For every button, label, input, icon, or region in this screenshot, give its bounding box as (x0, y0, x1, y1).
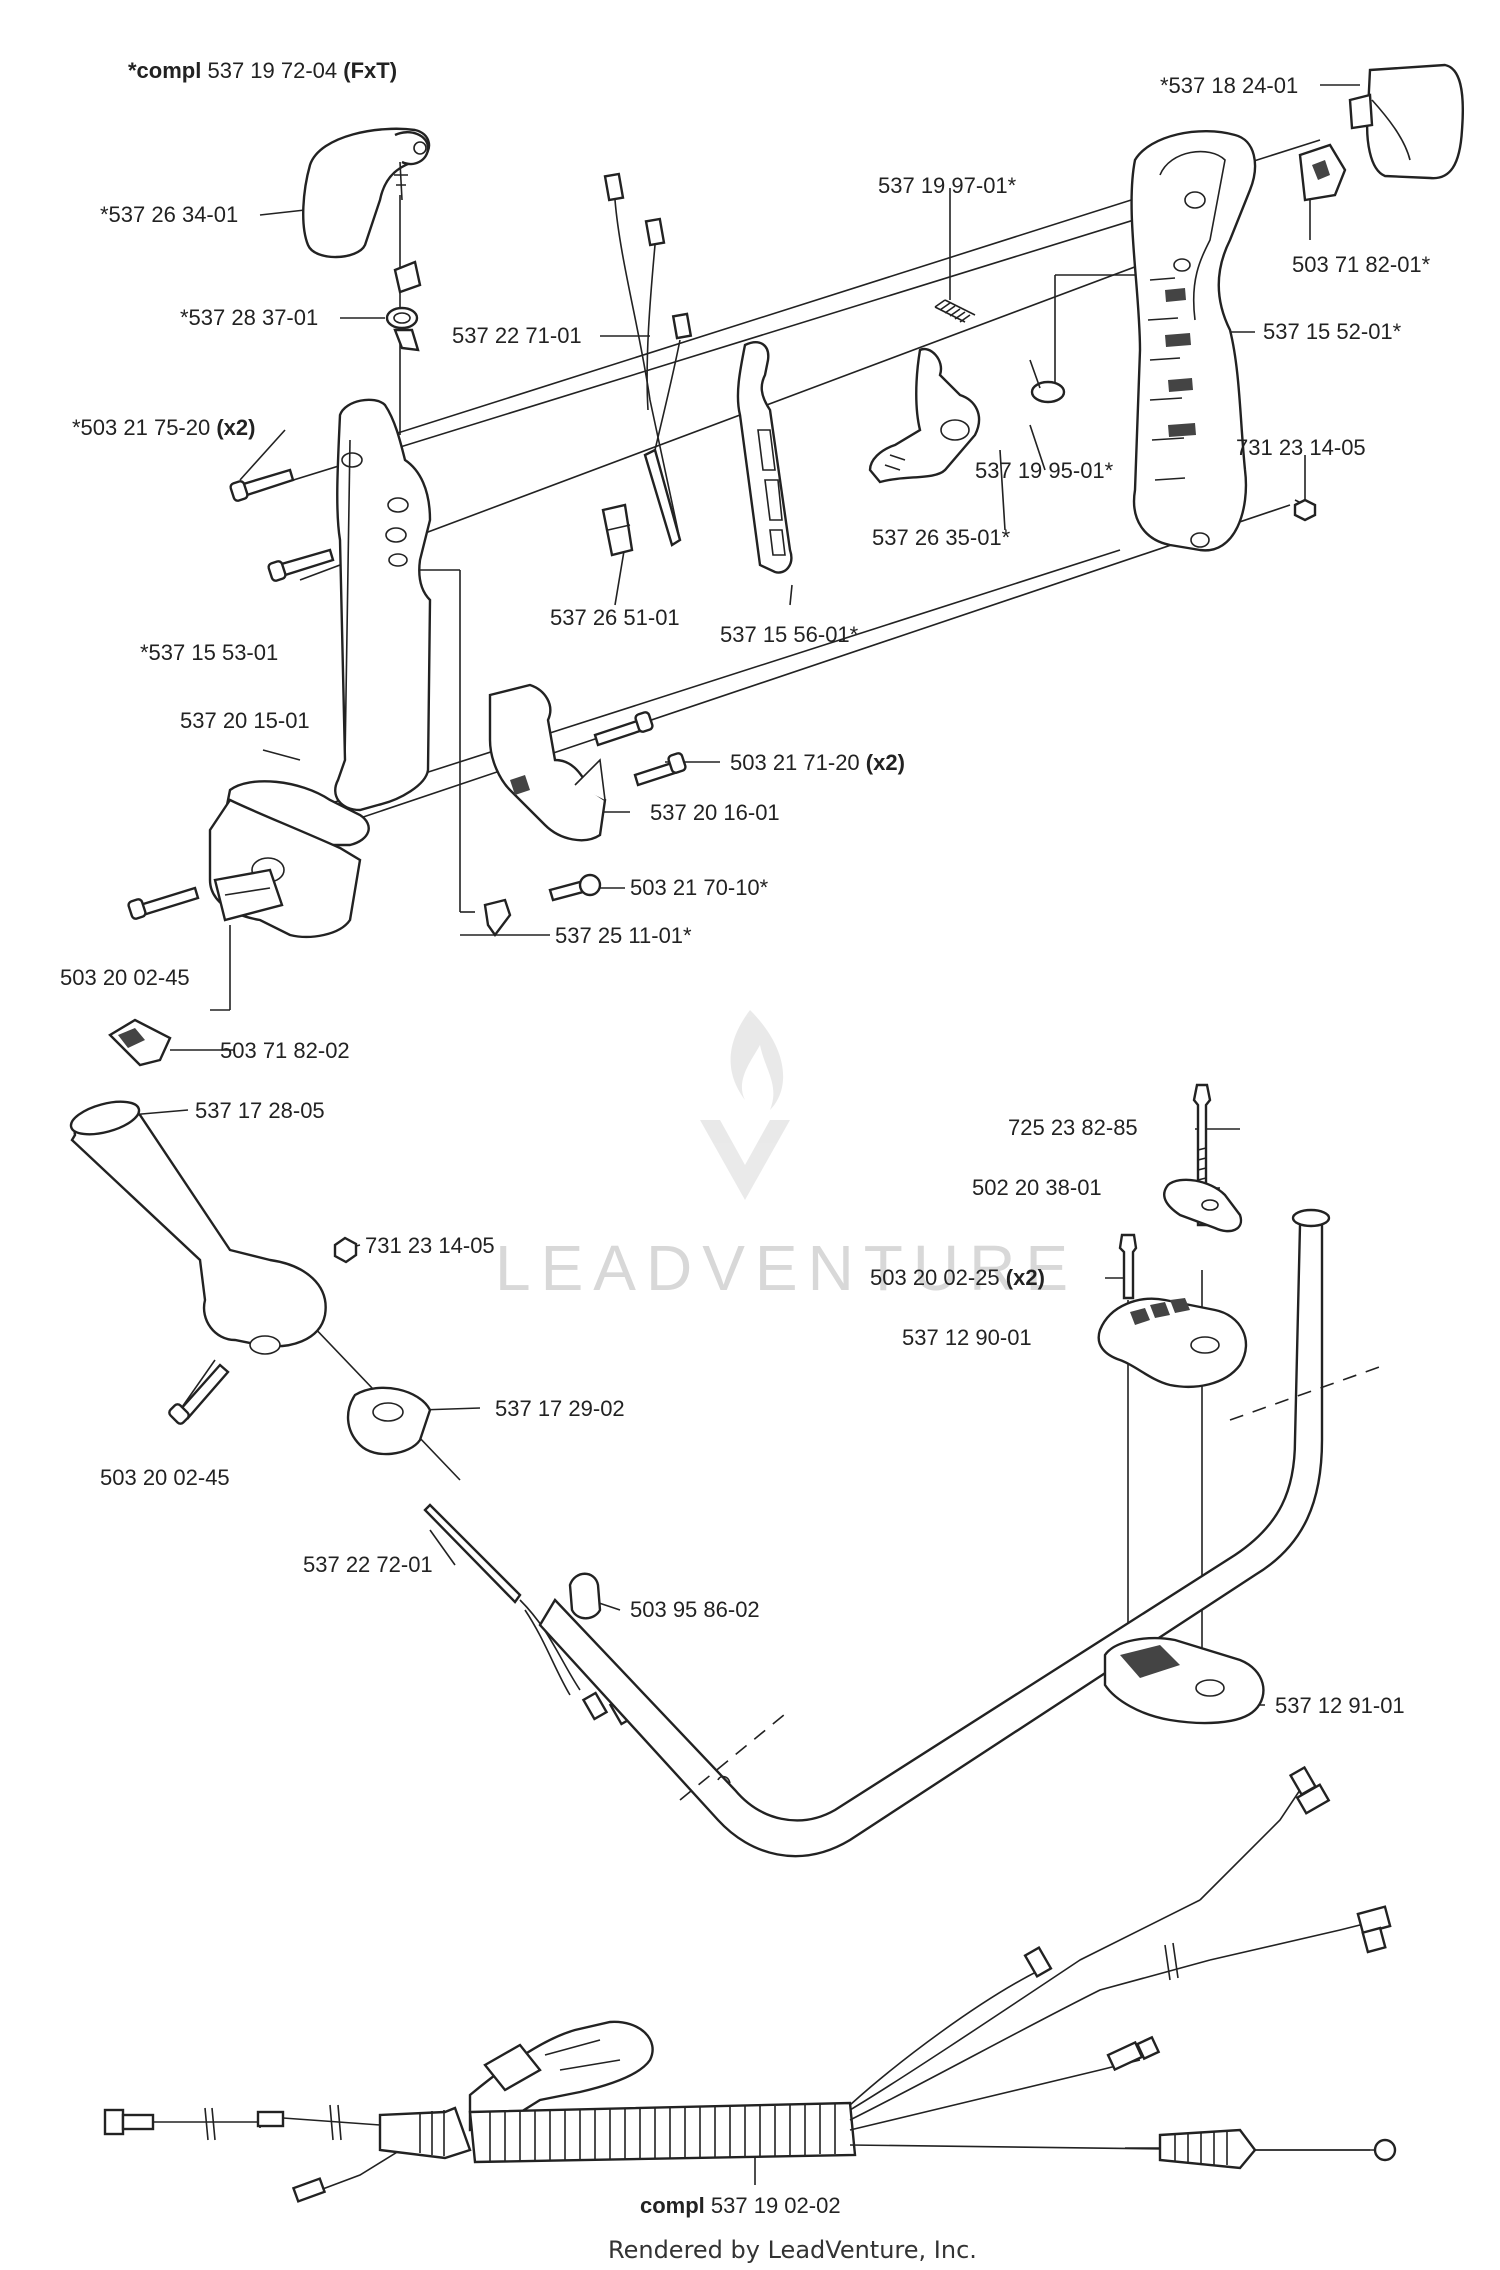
screws-left-top (229, 468, 335, 582)
screw-small (548, 873, 602, 902)
grip-cap (1348, 63, 1464, 180)
handlebar-tube (538, 1208, 1386, 1858)
label-compl-bottom: compl 537 19 02-02 (640, 2193, 841, 2218)
leadventure-logo-icon (700, 1010, 790, 1200)
part-labels: *compl 537 19 72-04 (FxT) *537 26 34-01 … (60, 58, 1431, 2218)
label-537-15-52-01: 537 15 52-01* (1263, 319, 1402, 344)
handle-cap (302, 127, 431, 259)
screws-middle (593, 711, 687, 787)
small-clip (483, 898, 512, 938)
label-503-95-86-02: 503 95 86-02 (630, 1597, 760, 1622)
handle-base (208, 780, 370, 939)
spring-ring (1029, 359, 1066, 404)
label-537-22-71-01: 537 22 71-01 (452, 323, 582, 348)
handle-clamp-bottom (1103, 1636, 1265, 1725)
label-725-23-82-85: 725 23 82-85 (1008, 1115, 1138, 1140)
compression-spring (934, 299, 976, 323)
footer-credit: Rendered by LeadVenture, Inc. (608, 2236, 977, 2264)
label-537-25-11-01: 537 25 11-01* (555, 923, 692, 948)
label-537-15-53-01: *537 15 53-01 (140, 640, 278, 665)
switch-part (108, 1018, 172, 1067)
label-537-17-29-02: 537 17 29-02 (495, 1396, 625, 1421)
screw-pair (1118, 1233, 1138, 1300)
wire-harness-top (603, 172, 693, 547)
label-537-20-15-01: 537 20 15-01 (180, 708, 310, 733)
switch-right (1298, 143, 1347, 202)
label-537-22-72-01: 537 22 72-01 (303, 1552, 433, 1577)
label-731-23-14-05-mid: 731 23 14-05 (365, 1233, 495, 1258)
clip-part (601, 503, 634, 557)
screw-middle (168, 1363, 230, 1425)
label-537-20-16-01: 537 20 16-01 (650, 800, 780, 825)
label-503-21-71-20: 503 21 71-20 (x2) (730, 750, 905, 775)
label-503-20-02-45-top: 503 20 02-45 (60, 965, 190, 990)
cable-clamp (568, 1572, 602, 1620)
label-537-26-35-01: 537 26 35-01* (872, 525, 1011, 550)
left-handle-half (334, 398, 432, 812)
nut-top (1293, 498, 1317, 522)
label-502-20-38-01: 502 20 38-01 (972, 1175, 1102, 1200)
watermark-text: LEADVENTURE (495, 1232, 1078, 1304)
grip-tube (69, 1100, 327, 1355)
label-503-20-02-45-mid: 503 20 02-45 (100, 1465, 230, 1490)
label-537-18-24-01: *537 18 24-01 (1160, 73, 1298, 98)
label-503-21-70-10: 503 21 70-10* (630, 875, 769, 900)
label-503-71-82-01: 503 71 82-01* (1292, 252, 1431, 277)
knob-part (346, 1386, 432, 1456)
label-537-12-91-01: 537 12 91-01 (1275, 1693, 1405, 1718)
bracket-part (488, 683, 607, 842)
label-503-21-75-20: *503 21 75-20 (x2) (72, 415, 255, 440)
label-537-15-56-01: 537 15 56-01* (720, 622, 859, 647)
label-537-26-51-01: 537 26 51-01 (550, 605, 680, 630)
label-537-26-34-01: *537 26 34-01 (100, 202, 238, 227)
label-compl-top: *compl 537 19 72-04 (FxT) (128, 58, 397, 83)
trigger-part (736, 341, 793, 574)
label-503-20-02-25: 503 20 02-25 (x2) (870, 1265, 1045, 1290)
sleeve-ribs (489, 2104, 836, 2162)
label-537-17-28-05: 537 17 28-05 (195, 1098, 325, 1123)
spring-part (385, 260, 422, 352)
label-503-71-82-02: 503 71 82-02 (220, 1038, 350, 1063)
handle-clamp-top (1097, 1297, 1248, 1388)
watermark: LEADVENTURE (495, 1010, 1078, 1304)
clamp-plate (1163, 1178, 1243, 1233)
screw-bottom-left (127, 886, 200, 920)
label-731-23-14-05-top: 731 23 14-05 (1236, 435, 1366, 460)
right-handle-half (1130, 129, 1257, 552)
label-537-19-95-01: 537 19 95-01* (975, 458, 1114, 483)
nut-middle (333, 1236, 358, 1264)
label-537-28-37-01: *537 28 37-01 (180, 305, 318, 330)
label-537-12-90-01: 537 12 90-01 (902, 1325, 1032, 1350)
label-537-19-97-01: 537 19 97-01* (878, 173, 1017, 198)
bottom-harness (103, 1765, 1397, 2203)
throttle-lever (868, 347, 981, 484)
